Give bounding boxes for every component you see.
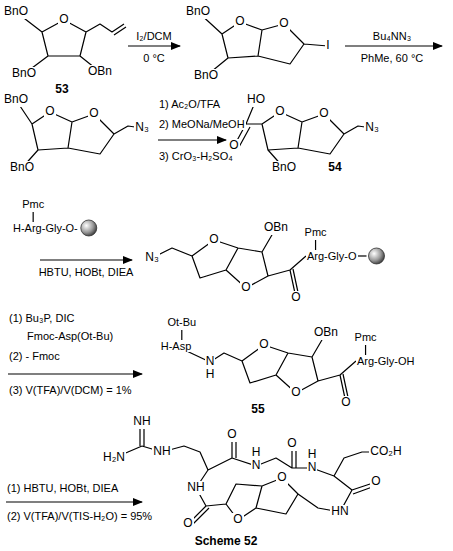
atom-label: OBn <box>87 65 113 79</box>
reagent-text: PhMe, 60 °C <box>360 52 424 65</box>
atom-label: O <box>208 233 219 247</box>
compound-number: 53 <box>54 83 69 97</box>
atom-label: BnO <box>11 67 37 81</box>
atom-label: CO₂H <box>369 445 402 459</box>
atom-label: H <box>251 446 262 460</box>
iodide-bonds <box>198 12 328 76</box>
reaction-arrow <box>128 45 180 46</box>
reaction-arrow <box>8 373 142 374</box>
reaction-arrows <box>6 46 442 502</box>
atom-label: O <box>240 281 251 295</box>
atom-label: HO <box>246 93 266 107</box>
atom-label: O <box>226 428 237 442</box>
reagent-text: H-Arg-Gly-O- <box>12 222 79 235</box>
atom-label: O <box>340 396 351 410</box>
reagent-text: Fmoc-Asp(Ot-Bu) <box>26 330 114 343</box>
atom-label: N <box>205 355 216 369</box>
atom-label: BnO <box>185 5 211 19</box>
resin-intermediate-bonds <box>152 228 306 298</box>
resin-bead <box>369 248 385 264</box>
reagent-text: Arg-Gly-OH <box>356 355 415 368</box>
atom-label: O <box>286 437 297 451</box>
atom-label: BnO <box>9 161 35 175</box>
atom-label: N₃ <box>364 121 380 135</box>
atom-label: O <box>274 105 285 119</box>
atom-label: N₃ <box>144 251 160 265</box>
atom-label: O <box>182 517 193 531</box>
reagent-text: 3) CrO₃-H₂SO₄ <box>158 150 234 163</box>
atom-label: O <box>58 13 69 27</box>
atom-label: O <box>278 17 289 31</box>
cyclic-peptide-bonds <box>114 424 386 524</box>
reagent-text: (1) Bu₃P, DIC <box>8 312 75 325</box>
reaction-arrow <box>6 501 142 502</box>
compound-55-bonds <box>176 333 356 403</box>
reagent-text: 2) MeONa/MeOH <box>158 118 246 131</box>
protecting-group: Pmc <box>354 331 378 344</box>
atom-label: O <box>290 386 301 400</box>
reagent-text: (3) V(TFA)/V(DCM) = 1% <box>8 384 133 397</box>
atom-label: NH <box>152 445 171 459</box>
reagent-text: Bu₄NN₃ <box>372 30 412 43</box>
protecting-group: Pmc <box>304 226 328 239</box>
compound-number: 55 <box>250 403 265 417</box>
reaction-arrow <box>158 139 226 140</box>
atom-label: O <box>318 107 329 121</box>
atom-label: O <box>370 475 381 489</box>
reagent-text: (2) V(TFA)/V(TIS-H₂O) = 95% <box>6 510 153 523</box>
reagent-text: HBTU, HOBt, DIEA <box>38 266 135 279</box>
atom-label: N <box>307 461 318 475</box>
atom-label: HN <box>330 505 349 519</box>
reagent-text: (1) HBTU, HOBt, DIEA <box>6 482 119 495</box>
atom-label: OBn <box>263 221 289 235</box>
atom-label: BnO <box>271 161 297 175</box>
scheme-caption: Scheme 52 <box>194 535 259 549</box>
atom-label: N <box>251 459 262 473</box>
atom-label: BnO <box>3 93 29 107</box>
protecting-group: Pmc <box>21 198 45 211</box>
reagent-text: I₂/DCM <box>135 30 172 43</box>
atom-label: I <box>325 39 330 53</box>
compound-54-bonds <box>234 100 372 168</box>
atom-label: O <box>258 338 269 352</box>
reagent-text: 1) Ac₂O/TFA <box>158 98 221 111</box>
protecting-group: Ot-Bu <box>166 316 197 329</box>
atom-label: NH <box>132 415 151 429</box>
atom-label: O <box>44 105 55 119</box>
atom-label: BnO <box>193 69 219 83</box>
atom-label: O <box>290 291 301 305</box>
azide-bonds <box>16 100 142 168</box>
atom-label: N₃ <box>134 121 150 135</box>
atom-label: BnO <box>3 5 29 19</box>
resin-bond <box>358 255 367 256</box>
reagent-text: Arg-Gly-O <box>306 250 358 263</box>
atom-label: H <box>205 368 216 382</box>
reagent-text: 0 °C <box>142 52 166 65</box>
atom-label: H <box>307 448 318 462</box>
atom-label: O <box>276 471 287 485</box>
reagent-text: H-Asp <box>160 340 193 353</box>
atom-label: OBn <box>313 326 339 340</box>
compound-number: 54 <box>327 161 342 175</box>
reaction-arrow <box>40 259 132 260</box>
resin-bead <box>81 220 97 236</box>
reagent-text: (2) - Fmoc <box>8 350 61 363</box>
reaction-arrow <box>345 45 442 46</box>
atom-label: O <box>228 139 239 153</box>
atom-label: O <box>234 15 245 29</box>
atom-label: H₂N <box>102 451 126 465</box>
bond-lines <box>16 12 386 524</box>
atom-label: NH <box>186 481 205 495</box>
atom-label: O <box>88 107 99 121</box>
atom-label: O <box>232 513 243 527</box>
